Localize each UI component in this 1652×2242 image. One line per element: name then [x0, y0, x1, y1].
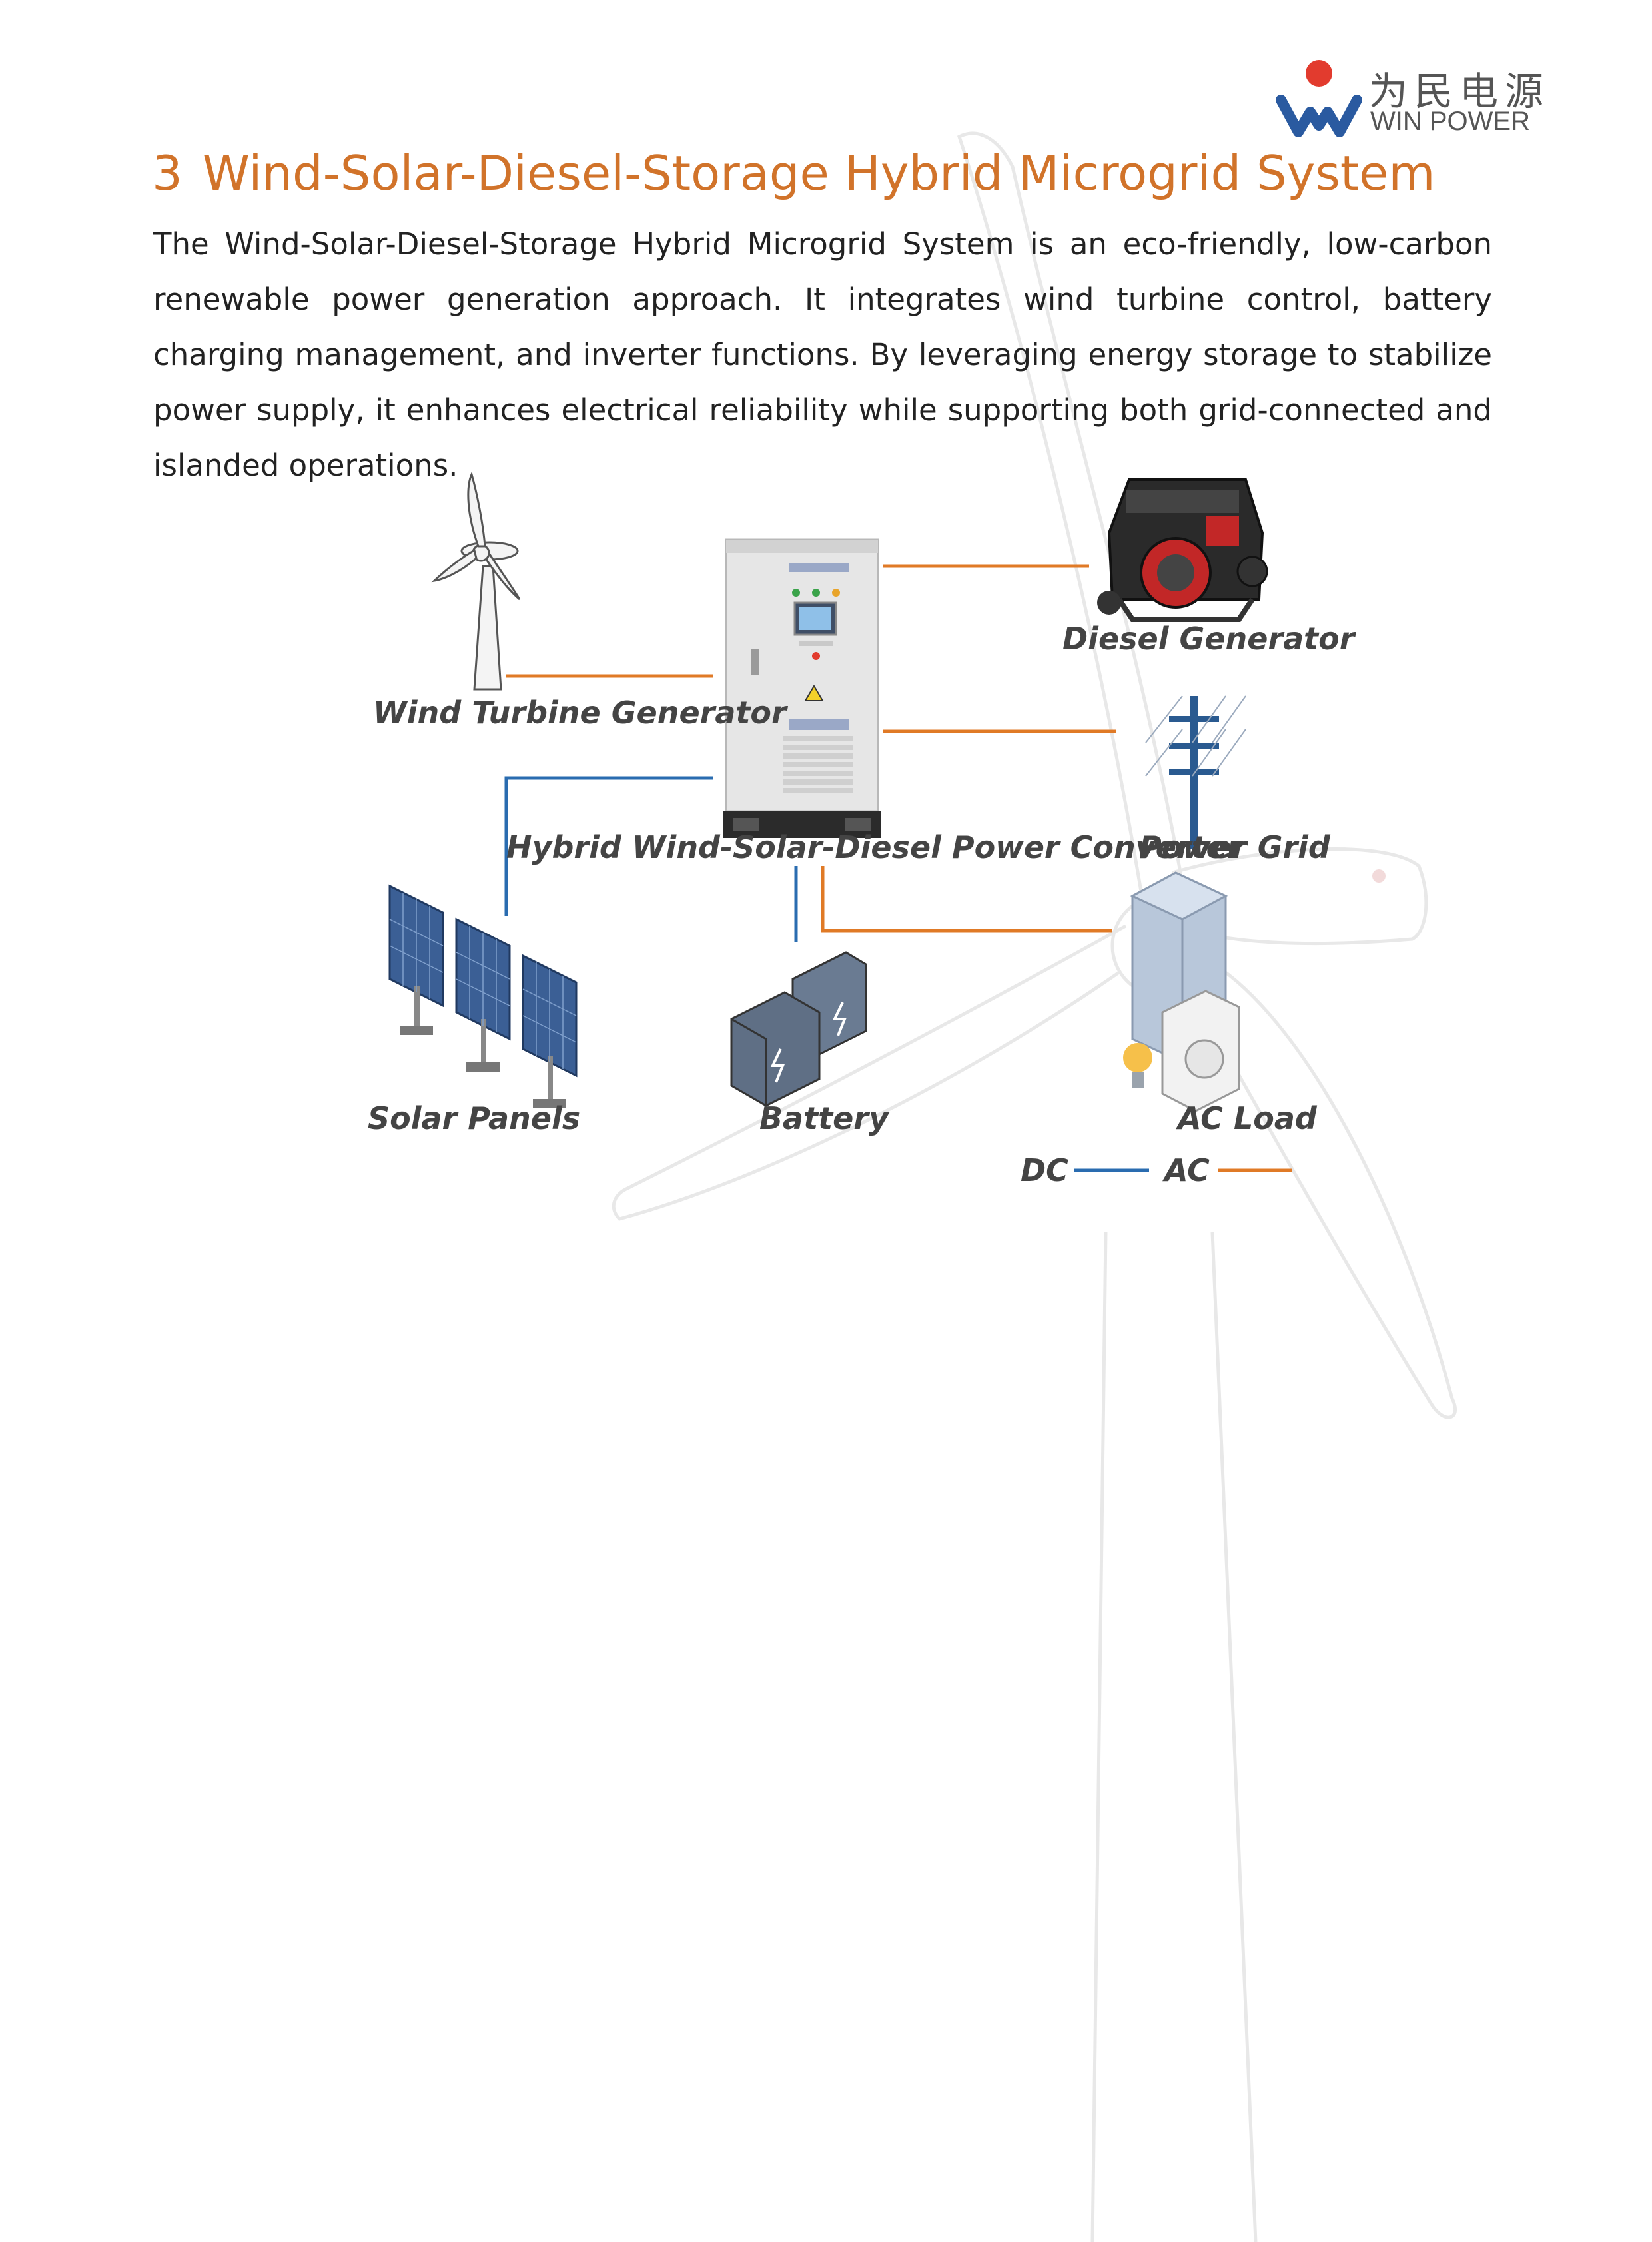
label-ac-load: AC Load: [1178, 1100, 1317, 1136]
win-power-logo: 为民电源 WIN POWER: [1276, 59, 1555, 145]
logo-english-text: WIN POWER: [1370, 107, 1530, 136]
ac-load-icon: [1123, 871, 1240, 1112]
label-solar-panels: Solar Panels: [368, 1100, 581, 1136]
section-number: 3: [152, 145, 183, 201]
legend-ac-label: AC: [1164, 1152, 1210, 1188]
section-body: The Wind-Solar-Diesel-Storage Hybrid Mic…: [153, 226, 1492, 483]
label-power-grid: Power Grid: [1139, 829, 1330, 865]
label-diesel-generator: Diesel Generator: [1062, 621, 1355, 657]
power-converter-cabinet-icon: [723, 538, 881, 838]
battery-icon: [730, 951, 867, 1107]
logo-chinese-text: 为民电源: [1369, 69, 1551, 114]
diesel-generator-icon: [1097, 478, 1268, 622]
solar-panels-icon: [388, 884, 578, 1108]
win-power-logo-mark: [1276, 60, 1362, 137]
section-title-text: Wind-Solar-Diesel-Storage Hybrid Microgr…: [202, 145, 1436, 201]
power-grid-pole-icon: [1145, 695, 1246, 849]
dc-line-solar: [504, 776, 713, 916]
ac-line-load: [821, 866, 1112, 933]
legend-dc-label: DC: [1021, 1152, 1068, 1188]
label-power-converter: Hybrid Wind-Solar-Diesel Power Converter: [506, 829, 1242, 865]
label-battery: Battery: [759, 1100, 889, 1136]
section-title: 3 Wind-Solar-Diesel-Storage Hybrid Microg…: [152, 145, 1436, 201]
label-wind-turbine: Wind Turbine Generator: [373, 695, 787, 731]
wind-turbine-icon: [431, 471, 521, 691]
